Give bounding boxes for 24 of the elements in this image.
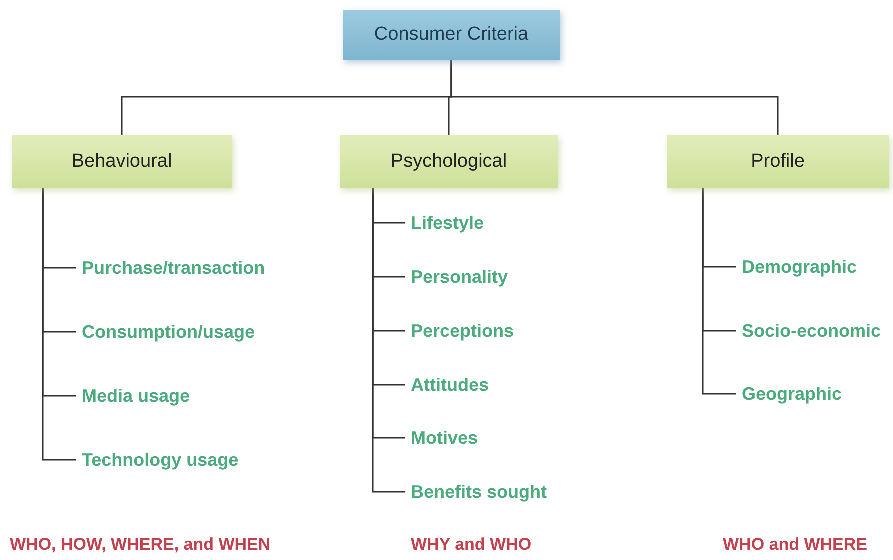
question-note: WHO, HOW, WHERE, and WHEN <box>10 535 271 555</box>
category-box: Profile <box>667 135 889 188</box>
criterion-text: Geographic <box>742 382 882 406</box>
criterion-text: Demographic <box>742 255 882 279</box>
connector-line <box>450 60 779 135</box>
connector-line <box>372 188 405 493</box>
criterion-text: Technology usage <box>82 448 262 472</box>
criterion-text: Attitudes <box>411 373 531 397</box>
connector-line <box>42 188 76 461</box>
criterion-text: Lifestyle <box>411 211 531 235</box>
criterion-text: Benefits sought <box>411 480 571 504</box>
question-note: WHO and WHERE <box>723 535 868 555</box>
criterion-text: Consumption/usage <box>82 320 282 344</box>
criterion-text: Socio-economic <box>742 319 887 343</box>
criterion-text: Purchase/transaction <box>82 256 292 280</box>
question-note: WHY and WHO <box>411 535 532 555</box>
criterion-text: Motives <box>411 426 531 450</box>
category-box: Psychological <box>340 135 558 188</box>
title-box: Consumer Criteria <box>343 10 560 60</box>
criterion-text: Media usage <box>82 384 242 408</box>
category-box: Behavioural <box>12 135 232 188</box>
criterion-text: Personality <box>411 265 531 289</box>
connector-line <box>702 188 736 395</box>
criterion-text: Perceptions <box>411 319 531 343</box>
